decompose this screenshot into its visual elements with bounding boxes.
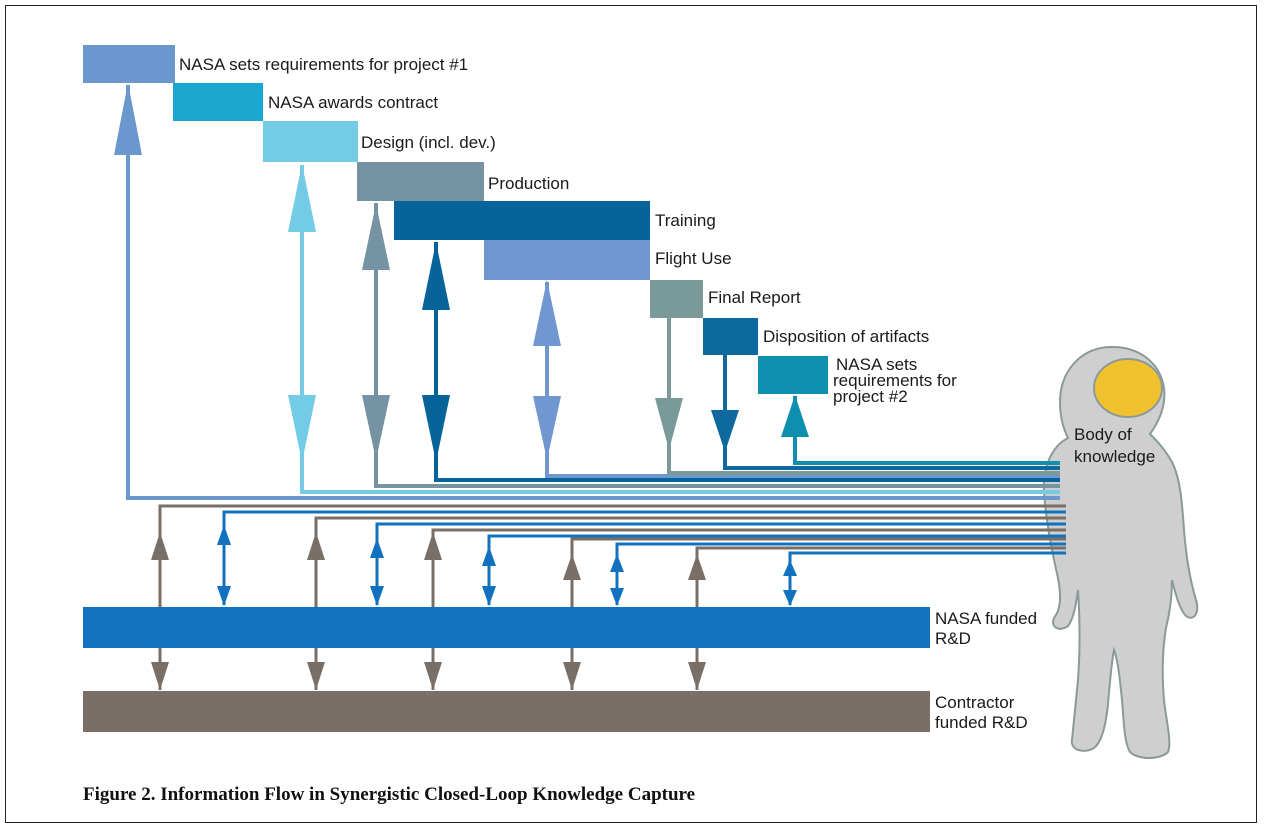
arrowhead-final-report — [655, 398, 683, 450]
arrowhead-requirements-1 — [114, 83, 142, 155]
label-disposition: Disposition of artifacts — [763, 327, 929, 346]
rnd-line-6 — [487, 534, 1066, 605]
stage-boxes — [83, 45, 828, 394]
stage-box-training — [394, 201, 650, 240]
contractor-funded-bar — [83, 691, 930, 732]
stage-box-flight-use — [484, 240, 650, 280]
label-contractor-funded-line-1: Contractor — [935, 693, 1015, 712]
label-nasa-funded-line-1: NASA funded — [935, 609, 1037, 628]
figure-caption: Figure 2. Information Flow in Synergisti… — [83, 784, 695, 805]
label-requirements-1: NASA sets requirements for project #1 — [179, 55, 468, 74]
stage-box-requirements-1 — [83, 45, 175, 83]
arrowhead-requirements-2 — [781, 395, 809, 437]
nasa-arrow-up-1 — [217, 525, 231, 545]
stage-box-final-report — [650, 280, 703, 318]
nasa-arrow-down-4 — [610, 588, 624, 606]
rnd-line-1 — [158, 504, 1066, 690]
figure-frame — [5, 5, 1257, 823]
nasa-arrow-up-5 — [783, 560, 797, 576]
flow-production — [374, 203, 1060, 488]
nasa-arrow-down-1 — [217, 586, 231, 606]
contractor-arrow-down-3 — [424, 662, 442, 690]
arrowhead-training-up — [422, 242, 450, 310]
bar-labels: NASA funded R&D Contractor funded R&D — [935, 609, 1037, 732]
label-requirements-2-line-3: project #2 — [833, 387, 908, 406]
contractor-arrow-down-4 — [563, 662, 581, 690]
stage-labels: NASA sets requirements for project #1 NA… — [179, 55, 957, 406]
contractor-arrow-down-2 — [307, 662, 325, 690]
label-flight-use: Flight Use — [655, 249, 732, 268]
label-nasa-funded-line-2: R&D — [935, 629, 971, 648]
rnd-flow-lines — [158, 504, 1066, 690]
stage-box-awards-contract — [173, 83, 263, 121]
astronaut-suit — [1042, 345, 1199, 759]
rnd-line-10 — [788, 551, 1066, 605]
label-body-of-knowledge-line-2: knowledge — [1074, 447, 1155, 466]
contractor-arrow-up-3 — [424, 532, 442, 560]
label-contractor-funded-line-2: funded R&D — [935, 713, 1028, 732]
nasa-arrow-down-3 — [482, 586, 496, 606]
label-final-report: Final Report — [708, 288, 801, 307]
flow-final-report — [667, 318, 1060, 475]
arrowhead-production-down — [362, 395, 390, 460]
contractor-arrow-up-4 — [563, 554, 581, 580]
flow-training — [434, 242, 1060, 482]
stage-box-production — [357, 162, 484, 201]
stage-box-requirements-2 — [758, 356, 828, 394]
contractor-arrow-up-1 — [151, 532, 169, 560]
flow-requirements-2 — [793, 396, 1060, 465]
flow-requirements-1 — [126, 85, 1060, 500]
contractor-arrow-up-2 — [307, 532, 325, 560]
astronaut-figure — [1042, 345, 1199, 759]
rnd-line-8 — [615, 542, 1066, 605]
stage-box-disposition — [703, 318, 758, 355]
stage-flow-lines — [114, 83, 1060, 500]
label-training: Training — [655, 211, 716, 230]
label-body-of-knowledge-line-1: Body of — [1074, 425, 1132, 444]
arrowhead-flight-use-up — [533, 280, 561, 346]
label-design: Design (incl. dev.) — [361, 133, 496, 152]
label-awards-contract: NASA awards contract — [268, 93, 438, 112]
astronaut-visor — [1093, 358, 1163, 418]
arrowhead-flight-use-down — [533, 396, 561, 460]
flow-disposition — [723, 354, 1060, 470]
rnd-line-4 — [375, 522, 1066, 605]
label-requirements-2-line-1: NASA sets — [836, 355, 917, 374]
contractor-arrow-down-5 — [688, 662, 706, 690]
nasa-arrow-up-2 — [370, 538, 384, 558]
stage-box-design — [263, 121, 358, 162]
flow-design — [300, 165, 1060, 494]
label-production: Production — [488, 174, 569, 193]
arrowhead-design-down — [288, 395, 316, 462]
label-requirements-2-line-2: requirements for — [833, 371, 957, 390]
nasa-arrow-down-5 — [783, 590, 797, 606]
nasa-funded-bar — [83, 607, 930, 648]
arrowhead-production-up — [362, 204, 390, 270]
arrowhead-design-up — [288, 164, 316, 232]
arrowhead-training-down — [422, 395, 450, 462]
knowledge-label: Body of knowledge — [1074, 425, 1155, 466]
arrowhead-disposition — [711, 410, 739, 452]
contractor-arrow-up-5 — [688, 554, 706, 580]
nasa-arrow-up-3 — [482, 546, 496, 566]
rnd-arrowheads — [151, 525, 797, 690]
contractor-arrow-down-1 — [151, 662, 169, 690]
flow-flight-use — [545, 282, 1060, 478]
nasa-arrow-up-4 — [610, 554, 624, 572]
rnd-line-2 — [222, 510, 1066, 605]
nasa-arrow-down-2 — [370, 586, 384, 606]
